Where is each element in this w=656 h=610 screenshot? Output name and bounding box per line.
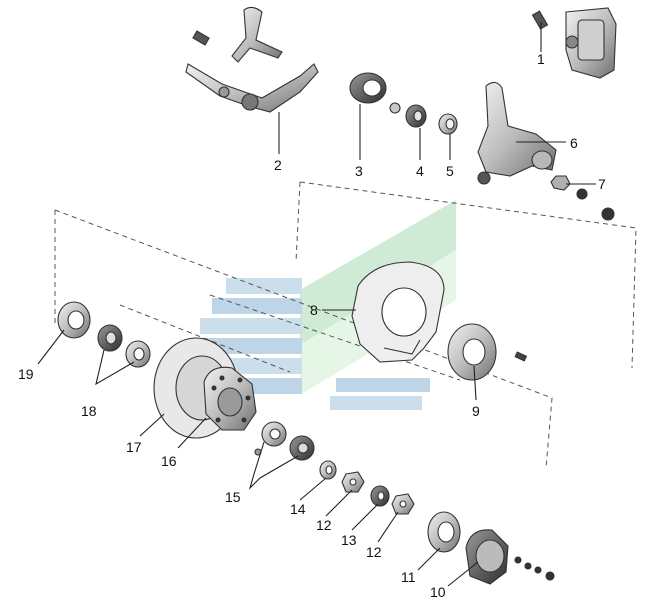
part-5-bearing-race bbox=[438, 113, 458, 135]
callout-3: 3 bbox=[355, 163, 363, 179]
callout-12-upper: 12 bbox=[316, 517, 332, 533]
leader-lines bbox=[37, 22, 596, 587]
part-2-steering-arm bbox=[185, 6, 319, 113]
callout-1: 1 bbox=[537, 51, 545, 67]
part-15-outer-bearing bbox=[254, 421, 315, 461]
callout-11: 11 bbox=[401, 569, 416, 585]
part-9-hub-seal bbox=[447, 323, 528, 381]
callout-9: 9 bbox=[472, 403, 480, 419]
part-10-locking-hub bbox=[465, 529, 555, 585]
callout-19: 19 bbox=[18, 366, 34, 382]
callout-13: 13 bbox=[341, 532, 357, 548]
callout-5: 5 bbox=[446, 163, 454, 179]
part-1-brake-caliper bbox=[531, 7, 617, 79]
part-13-washer bbox=[370, 485, 390, 507]
part-12-nut-upper bbox=[341, 471, 365, 493]
part-4-inner-bearing bbox=[389, 102, 427, 128]
part-16-wheel-hub bbox=[203, 366, 257, 431]
part-14-washer bbox=[319, 460, 337, 480]
part-3-oil-seal bbox=[349, 72, 387, 104]
callout-12-lower: 12 bbox=[366, 544, 382, 560]
callout-10: 10 bbox=[430, 584, 446, 600]
part-11-lock-washer bbox=[427, 511, 461, 553]
part-8-dust-shield bbox=[351, 261, 445, 363]
callout-6: 6 bbox=[570, 135, 578, 151]
callout-7: 7 bbox=[598, 176, 606, 192]
callout-18: 18 bbox=[81, 403, 97, 419]
part-19-oil-seal bbox=[57, 301, 91, 339]
part-6-steering-knuckle bbox=[477, 81, 557, 185]
callout-2: 2 bbox=[274, 157, 282, 173]
part-12-nut-lower bbox=[391, 493, 415, 515]
callout-4: 4 bbox=[416, 163, 424, 179]
callout-16: 16 bbox=[161, 453, 177, 469]
callout-8: 8 bbox=[310, 302, 318, 318]
part-18-inner-bearing-set bbox=[97, 324, 151, 368]
callout-15: 15 bbox=[225, 489, 241, 505]
part-7-nuts bbox=[550, 175, 615, 221]
callout-labels: 1 2 3 4 5 6 7 8 9 10 11 12 13 12 14 15 1… bbox=[18, 51, 606, 600]
callout-17: 17 bbox=[126, 439, 142, 455]
callout-14: 14 bbox=[290, 501, 306, 517]
